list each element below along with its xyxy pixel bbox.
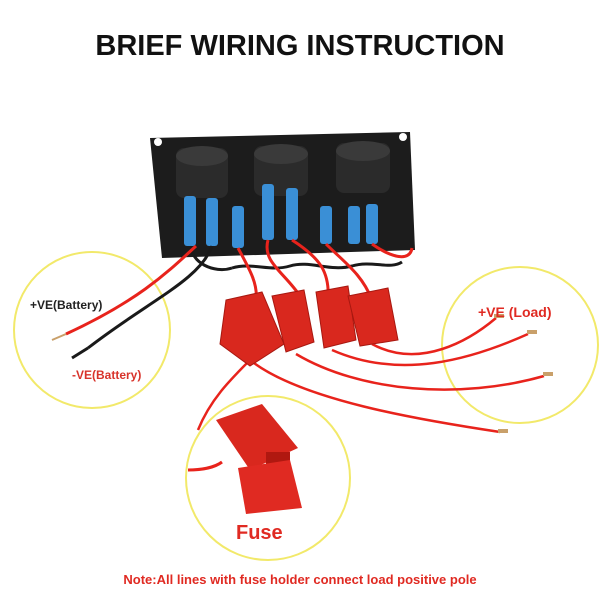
load-callout-circle bbox=[441, 266, 599, 424]
battery-wires bbox=[51, 244, 198, 360]
fuse-callout-circle bbox=[185, 395, 351, 561]
positive-battery-label: +VE(Battery) bbox=[30, 298, 103, 312]
page-title: BRIEF WIRING INSTRUCTION bbox=[95, 30, 505, 62]
wiring-note: Note:All lines with fuse holder connect … bbox=[123, 572, 477, 587]
load-wires bbox=[196, 317, 545, 434]
panel-sockets bbox=[176, 141, 390, 198]
fuse-label: Fuse bbox=[236, 522, 283, 544]
fuse-closeup bbox=[187, 404, 302, 514]
wire-tips bbox=[494, 314, 553, 433]
battery-callout-circle bbox=[13, 251, 171, 409]
fuse-holders bbox=[219, 285, 399, 367]
positive-load-label: +VE (Load) bbox=[478, 304, 552, 320]
blue-terminals bbox=[184, 184, 378, 248]
negative-battery-label: -VE(Battery) bbox=[72, 368, 142, 382]
